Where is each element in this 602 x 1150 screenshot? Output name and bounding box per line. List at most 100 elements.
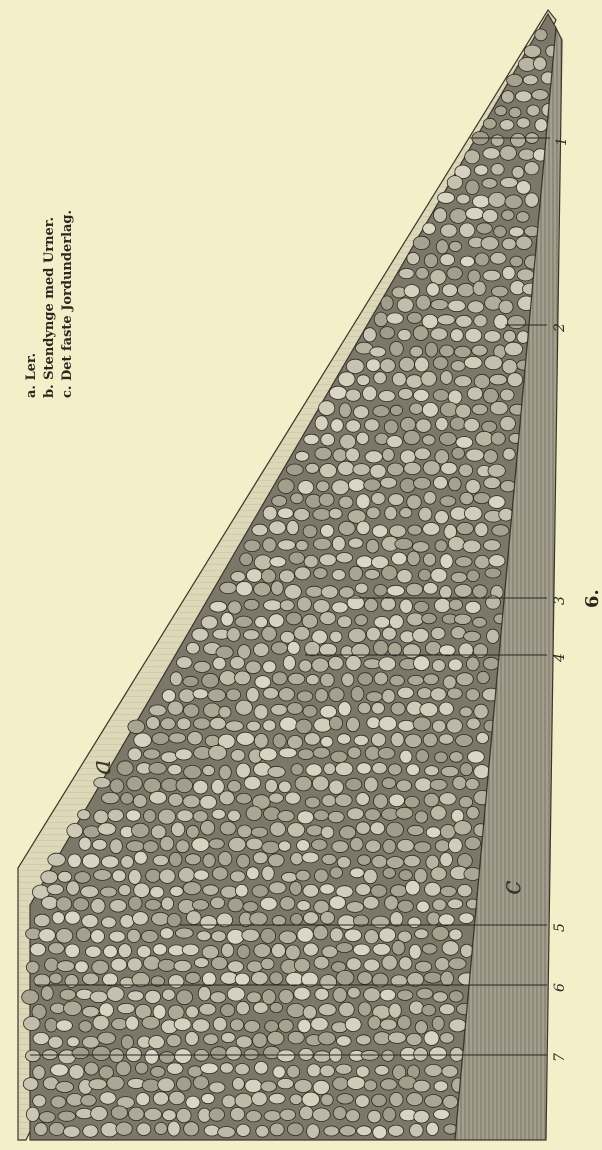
stone	[338, 372, 355, 387]
stone	[288, 735, 303, 749]
stone	[186, 1096, 200, 1109]
stone	[457, 194, 470, 204]
stone	[387, 463, 403, 476]
stone	[389, 794, 404, 807]
stone	[243, 902, 258, 912]
stone	[516, 91, 532, 102]
stone	[314, 1051, 331, 1062]
stone	[83, 826, 100, 838]
stone	[227, 929, 244, 944]
stone	[73, 898, 89, 911]
stone	[291, 764, 303, 776]
stone	[414, 1048, 428, 1062]
stone	[187, 825, 200, 838]
stone	[435, 511, 449, 524]
stone	[525, 193, 539, 207]
stone	[372, 916, 390, 928]
stone	[314, 956, 329, 969]
stone	[357, 763, 371, 774]
stone	[414, 477, 431, 489]
stone	[364, 598, 377, 611]
stone	[367, 507, 380, 519]
stone	[364, 988, 381, 1002]
stone	[380, 477, 396, 488]
stone	[294, 987, 310, 1000]
stone	[218, 1127, 236, 1138]
stone	[346, 902, 363, 913]
stone	[272, 672, 287, 685]
stone	[374, 372, 387, 384]
stone	[146, 717, 159, 730]
stone	[161, 718, 176, 730]
stone	[319, 401, 335, 416]
stone	[332, 480, 349, 495]
stone	[440, 1033, 454, 1044]
stone	[265, 779, 277, 792]
stone	[405, 796, 420, 807]
stone	[330, 928, 343, 942]
legend-item-b: b. Stendynge med Urner.	[42, 217, 57, 398]
stone	[474, 374, 490, 388]
stone	[456, 557, 473, 567]
stone	[161, 897, 173, 910]
stone	[467, 387, 482, 400]
stone	[146, 869, 161, 882]
stone	[198, 986, 210, 1001]
stone	[39, 1112, 55, 1123]
stone	[466, 449, 484, 461]
stone	[303, 525, 317, 538]
stone	[81, 1095, 97, 1107]
stone	[356, 1095, 370, 1108]
stone	[397, 298, 413, 312]
stone	[467, 718, 480, 729]
stone	[235, 616, 252, 627]
stone	[72, 1047, 89, 1058]
stone	[321, 736, 333, 747]
stone	[492, 286, 509, 297]
stone	[221, 1032, 235, 1042]
stone	[415, 1021, 427, 1034]
stone	[465, 837, 481, 850]
stone	[507, 373, 522, 387]
stone	[193, 780, 208, 794]
stone	[332, 570, 345, 581]
stone	[101, 856, 118, 868]
stone	[413, 326, 428, 341]
stone	[419, 507, 432, 521]
stone	[42, 896, 58, 909]
stone	[456, 315, 472, 327]
stone	[333, 1077, 349, 1090]
stone	[52, 912, 64, 924]
stone	[431, 300, 448, 310]
stone	[287, 520, 299, 534]
stone	[179, 868, 195, 883]
stone	[372, 1094, 387, 1107]
stone	[285, 585, 302, 600]
stone	[94, 870, 112, 881]
stone	[143, 749, 160, 759]
legend: a. Ler. b. Stendynge med Urner. c. Det f…	[24, 210, 75, 398]
stone	[186, 972, 201, 983]
stone	[305, 797, 320, 808]
stone	[431, 867, 447, 881]
stone	[468, 751, 485, 763]
stone	[247, 992, 261, 1003]
stone	[456, 735, 473, 747]
stone	[502, 91, 515, 103]
stone	[169, 733, 186, 743]
stone	[56, 897, 71, 911]
stone	[410, 403, 423, 414]
stone	[176, 840, 189, 853]
stone	[35, 1123, 48, 1136]
stone	[237, 854, 250, 868]
stone	[192, 900, 208, 911]
stone	[187, 911, 202, 925]
stone	[329, 656, 344, 670]
stone	[474, 704, 488, 719]
stone	[336, 970, 354, 985]
stone	[232, 1078, 244, 1091]
stone	[263, 720, 276, 731]
stone	[439, 432, 456, 445]
stone	[183, 795, 200, 808]
stone	[23, 1078, 38, 1091]
